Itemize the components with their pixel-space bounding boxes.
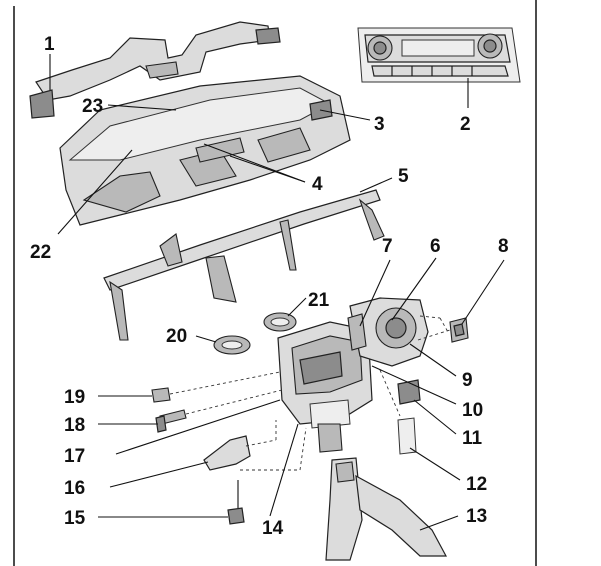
- callout-1: 1: [44, 34, 55, 55]
- part-20-hose: [213, 335, 251, 355]
- part-18-actuator: [155, 409, 187, 433]
- part-8-bracket: [449, 317, 469, 343]
- part-19-connector: [151, 387, 171, 403]
- callout-10: 10: [462, 400, 483, 421]
- callout-19: 19: [64, 387, 85, 408]
- callout-6: 6: [430, 236, 441, 257]
- callout-16: 16: [64, 478, 85, 499]
- callout-11: 11: [462, 428, 483, 449]
- callout-5: 5: [398, 166, 409, 187]
- part-6-blower-housing: [347, 297, 429, 367]
- callout-9: 9: [462, 370, 473, 391]
- callout-18: 18: [64, 415, 85, 436]
- heater-box-assembly: [277, 321, 373, 453]
- callout-7: 7: [382, 236, 393, 257]
- part-22-dashboard: [59, 75, 351, 226]
- callout-23: 23: [82, 96, 103, 117]
- callout-4: 4: [312, 174, 323, 195]
- part-13-rear-duct: [325, 457, 448, 561]
- callout-13: 13: [466, 506, 487, 527]
- callout-17: 17: [64, 446, 85, 467]
- callout-14: 14: [262, 518, 284, 539]
- callout-21: 21: [308, 290, 330, 311]
- callout-3: 3: [374, 114, 385, 135]
- callout-2: 2: [460, 114, 471, 135]
- leader-lines: [49, 54, 505, 531]
- callout-8: 8: [498, 236, 509, 257]
- callout-15: 15: [64, 508, 86, 529]
- part-2-control-panel: [357, 27, 521, 83]
- assembly-dashed-lines: [169, 315, 451, 471]
- callout-labels: 1 2 3 4 5 6 7 8 9 10 11 12 13 14 15 16 1…: [30, 34, 509, 539]
- part-1-air-duct: [29, 21, 281, 119]
- part-21-seal: [263, 312, 297, 332]
- callout-12: 12: [466, 474, 487, 495]
- part-11-resistor: [397, 379, 421, 405]
- callout-20: 20: [166, 326, 187, 347]
- part-12-filter: [397, 417, 417, 455]
- part-15-sensor: [227, 480, 245, 525]
- part-5-crossmember: [103, 189, 385, 341]
- part-16-duct: [203, 435, 251, 471]
- callout-22: 22: [30, 242, 51, 263]
